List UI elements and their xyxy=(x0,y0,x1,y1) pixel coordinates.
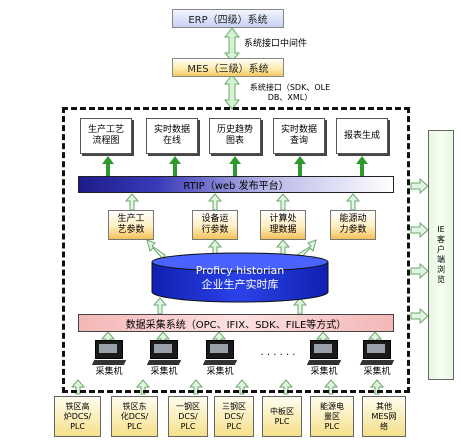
app-history-trend-label: 历史趋势 图表 xyxy=(216,125,253,146)
ie-client-panel: IE 客 户 端 浏 览 xyxy=(428,130,454,380)
collector-1: 采集机 xyxy=(90,340,128,378)
mes-platform-interface-label: 系统接口（SDK、OLE DB、XML） xyxy=(249,83,331,102)
erp-mes-interface-label: 系统接口中间件 xyxy=(244,39,308,49)
sources-to-frame-arrows xyxy=(70,379,385,395)
collector-2-label: 采集机 xyxy=(150,367,178,377)
app-history-trend: 历史趋势 图表 xyxy=(209,118,261,154)
source-energy: 能源电 量区 PLC xyxy=(310,396,354,437)
data-collection-bar: 数据采集系统（OPC、IFIX、SDK、FILE等方式） xyxy=(78,314,394,332)
collector-ellipsis: · · · · · · xyxy=(260,350,296,361)
historian-database-cylinder xyxy=(151,252,329,303)
mes-system-label: MES（三级）系统 xyxy=(187,64,269,75)
app-realtime-online: 实时数据 在线 xyxy=(146,118,198,154)
app-report: 报表生成 xyxy=(336,118,388,154)
source-steel-3: 三钢区 DCS/ PLC xyxy=(214,396,254,437)
historian-title: Proficy historian xyxy=(195,264,285,277)
module-process-params: 生产工 艺参数 xyxy=(108,210,154,240)
module-equipment-params-label: 设备运 行参数 xyxy=(201,214,229,235)
erp-mes-arrow xyxy=(223,27,241,62)
source-energy-label: 能源电 量区 PLC xyxy=(320,401,344,431)
module-energy-params-label: 能源动 力参数 xyxy=(339,214,367,235)
rtip-platform-bar: RTIP（web 发布平台） xyxy=(78,176,394,193)
erp-system-box: ERP（四级）系统 xyxy=(172,9,284,28)
module-process-params-label: 生产工 艺参数 xyxy=(117,214,145,235)
collector-1-label: 采集机 xyxy=(95,367,123,377)
to-client-arrows xyxy=(410,177,429,325)
source-steel-1-label: 一钢区 DCS/ PLC xyxy=(176,401,200,431)
collector-4: 采集机 xyxy=(305,340,343,378)
module-equipment-params: 设备运 行参数 xyxy=(192,210,238,240)
app-process-flow: 生产工艺 流程图 xyxy=(80,118,132,154)
platform-to-apps-arrows xyxy=(102,156,368,176)
source-steel-1: 一钢区 DCS/ PLC xyxy=(168,396,208,437)
app-process-flow-label: 生产工艺 流程图 xyxy=(87,125,124,146)
collector-2: 采集机 xyxy=(145,340,183,378)
module-computed-data: 计算处 理数据 xyxy=(260,210,306,240)
app-realtime-online-label: 实时数据 在线 xyxy=(153,125,190,146)
data-collection-label: 数据采集系统（OPC、IFIX、SDK、FILE等方式） xyxy=(125,319,347,331)
app-report-label: 报表生成 xyxy=(343,130,380,141)
rtip-platform-label: RTIP（web 发布平台） xyxy=(183,181,289,192)
erp-system-label: ERP（四级）系统 xyxy=(188,15,268,26)
computer-icon xyxy=(310,340,338,359)
source-iron-east: 铁区东 化DCS/ PLC xyxy=(111,396,158,437)
mes-system-box: MES（三级）系统 xyxy=(172,58,284,77)
computer-icon xyxy=(150,340,178,359)
source-iron-blast-furnace: 铁区高 炉DCS/ PLC xyxy=(54,396,101,437)
app-realtime-query: 实时数据 查询 xyxy=(273,118,325,154)
module-computed-data-label: 计算处 理数据 xyxy=(269,214,297,235)
historian-subtitle: 企业生产实时库 xyxy=(201,278,279,291)
collector-5: 采集机 xyxy=(358,340,396,378)
source-other-mes-label: 其他 MES网 络 xyxy=(371,401,397,431)
computer-icon xyxy=(206,340,234,359)
source-plate-label: 中板区 PLC xyxy=(270,406,294,426)
source-iron-blast-furnace-label: 铁区高 炉DCS/ PLC xyxy=(63,401,92,431)
main-system-frame xyxy=(62,107,410,393)
computer-icon xyxy=(363,340,391,359)
collector-4-label: 采集机 xyxy=(310,367,338,377)
collector-3-label: 采集机 xyxy=(206,367,234,377)
collectors-to-collection-arrows xyxy=(100,331,383,347)
ie-client-label: IE 客 户 端 浏 览 xyxy=(437,225,445,284)
app-realtime-query-label: 实时数据 查询 xyxy=(280,125,317,146)
collector-5-label: 采集机 xyxy=(363,367,391,377)
mes-platform-arrow xyxy=(223,74,241,110)
source-iron-east-label: 铁区东 化DCS/ PLC xyxy=(120,401,149,431)
computer-icon xyxy=(95,340,123,359)
collector-3: 采集机 xyxy=(201,340,239,378)
source-plate: 中板区 PLC xyxy=(262,396,302,437)
source-steel-3-label: 三钢区 DCS/ PLC xyxy=(222,401,246,431)
module-energy-params: 能源动 力参数 xyxy=(330,210,376,240)
source-other-mes: 其他 MES网 络 xyxy=(362,396,406,437)
